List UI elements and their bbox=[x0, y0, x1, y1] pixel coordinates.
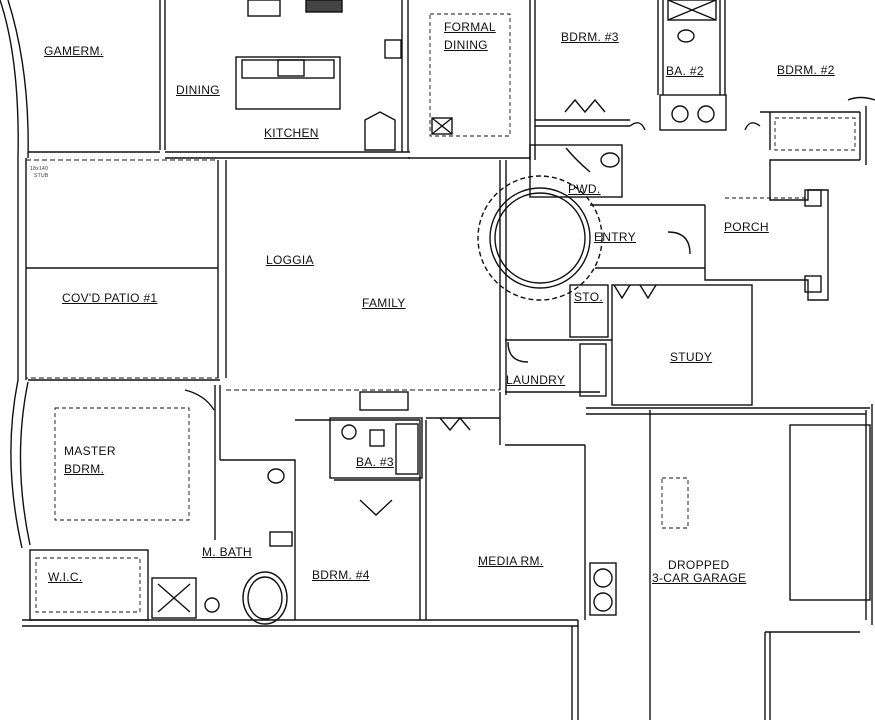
gameroom-label: GAMERM. bbox=[44, 44, 104, 58]
sto-label: STO. bbox=[574, 290, 603, 304]
dining-label: DINING bbox=[176, 83, 220, 97]
entry-rotunda bbox=[477, 175, 603, 301]
bdrm3-label: BDRM. #3 bbox=[561, 30, 619, 44]
media-label: MEDIA RM. bbox=[478, 554, 544, 568]
entry-label: ENTRY bbox=[594, 230, 636, 244]
stub-note-2: STUB bbox=[34, 173, 49, 179]
ba2-label: BA. #2 bbox=[666, 64, 704, 78]
master-label-2: BDRM. bbox=[64, 462, 105, 476]
bdrm2-label: BDRM. #2 bbox=[777, 63, 835, 77]
study-label: STUDY bbox=[670, 350, 713, 364]
ba3-label: BA. #3 bbox=[356, 455, 394, 469]
master-bay-wall bbox=[10, 379, 31, 549]
kitchen-sink bbox=[277, 59, 305, 77]
garage-label-1: DROPPED bbox=[668, 558, 730, 572]
formal-dining-label-1: FORMAL bbox=[444, 20, 496, 34]
master-label-1: MASTER bbox=[64, 444, 116, 458]
pwd-label: PWD. bbox=[568, 182, 601, 196]
tub bbox=[242, 571, 288, 625]
loggia-label: LOGGIA bbox=[266, 253, 314, 267]
m-bath-label: M. BATH bbox=[202, 545, 252, 559]
bdrm4-label: BDRM. #4 bbox=[312, 568, 370, 582]
formal-dining-label-2: DINING bbox=[444, 38, 488, 52]
kitchen-island bbox=[235, 56, 341, 110]
covd-patio-label: COV'D PATIO #1 bbox=[62, 291, 158, 305]
wic-label: W.I.C. bbox=[48, 570, 83, 584]
gameroom-bay-wall bbox=[0, 0, 29, 159]
laundry-label: LAUNDRY bbox=[506, 373, 566, 387]
family-label: FAMILY bbox=[362, 296, 406, 310]
cooktop bbox=[305, 0, 343, 13]
porch-label: PORCH bbox=[724, 220, 769, 234]
kitchen-label: KITCHEN bbox=[264, 126, 319, 140]
toilet-ba2 bbox=[677, 29, 695, 43]
garage-label-2: 3-CAR GARAGE bbox=[652, 571, 747, 585]
stub-note-1: 18x140 bbox=[30, 166, 49, 172]
